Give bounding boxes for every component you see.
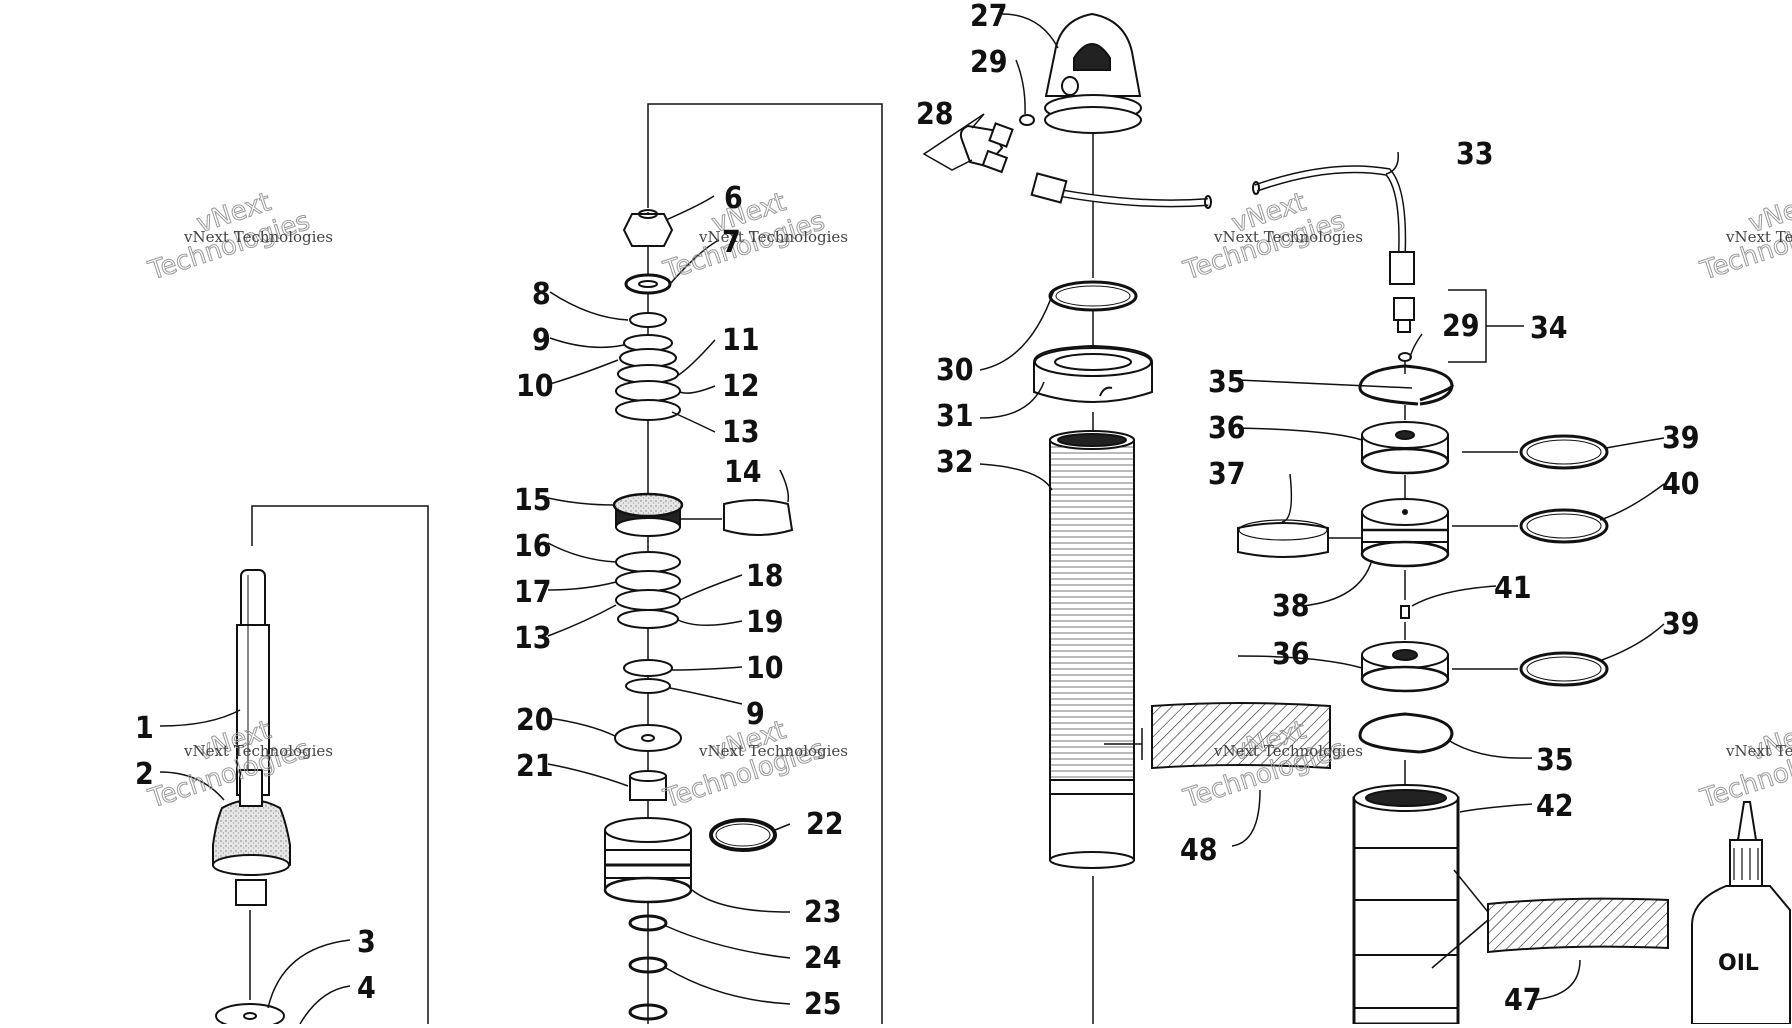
label-part-10-bottom: 10: [746, 651, 784, 686]
label-part-19: 19: [746, 605, 784, 640]
label-part-29-right: 29: [1442, 309, 1480, 344]
label-part-24: 24: [804, 941, 842, 976]
label-part-9-top: 9: [532, 323, 551, 358]
svg-text:vNext Technologies: vNext Technologies: [1725, 742, 1792, 760]
svg-text:vNext Technologies: vNext Technologies: [1213, 228, 1363, 246]
label-part-21: 21: [516, 749, 554, 784]
label-part-35-top: 35: [1208, 365, 1246, 400]
label-part-10-top: 10: [516, 369, 554, 404]
label-part-11: 11: [722, 323, 760, 358]
label-part-18: 18: [746, 559, 784, 594]
label-part-16: 16: [514, 529, 552, 564]
label-part-6: 6: [724, 181, 743, 216]
shock-body-assembly: [959, 12, 1791, 1026]
label-part-14: 14: [724, 455, 762, 490]
label-part-2: 2: [135, 757, 154, 792]
label-part-27: 27: [970, 0, 1008, 34]
label-part-4: 4: [357, 971, 376, 1006]
label-part-30: 30: [936, 353, 974, 388]
label-part-38: 38: [1272, 589, 1310, 624]
svg-text:vNext Technologies: vNext Technologies: [183, 742, 333, 760]
svg-text:vNext Technologies: vNext Technologies: [183, 228, 333, 246]
label-part-33: 33: [1456, 137, 1494, 172]
label-part-42: 42: [1536, 789, 1574, 824]
label-part-36-bottom: 36: [1272, 637, 1310, 672]
label-part-29-top: 29: [970, 45, 1008, 80]
label-part-1: 1: [135, 711, 154, 746]
watermark-8: vNext Technologies: [1696, 715, 1792, 815]
label-part-36-top: 36: [1208, 411, 1246, 446]
label-part-3: 3: [357, 925, 376, 960]
label-part-39-top: 39: [1662, 421, 1700, 456]
label-part-15: 15: [514, 483, 552, 518]
valve-stack-assembly: [603, 103, 883, 1024]
svg-text:vNext Technologies: vNext Technologies: [698, 742, 848, 760]
label-part-41: 41: [1494, 571, 1532, 606]
label-part-47: 47: [1504, 983, 1542, 1018]
label-part-20: 20: [516, 703, 554, 738]
svg-text:vNext Technologies: vNext Technologies: [1213, 742, 1363, 760]
label-part-7: 7: [722, 225, 741, 260]
leader-lines: [159, 13, 1665, 1025]
label-part-12: 12: [722, 369, 760, 404]
svg-text:vNext Technologies: vNext Technologies: [1725, 228, 1792, 246]
label-part-23: 23: [804, 895, 842, 930]
label-part-8: 8: [532, 277, 551, 312]
label-part-17: 17: [514, 575, 552, 610]
label-part-48: 48: [1180, 833, 1218, 868]
label-part-37: 37: [1208, 457, 1246, 492]
watermarks: vNext Technologies vNext Technologies vN…: [144, 187, 1792, 815]
part-number-labels: 1 2 3 4 6 7 8 9 10 11 12 13 14 15 16 17 …: [135, 0, 1759, 1022]
label-part-34: 34: [1530, 311, 1568, 346]
label-part-31: 31: [936, 399, 974, 434]
label-part-39-bottom: 39: [1662, 607, 1700, 642]
label-part-13-top: 13: [722, 415, 760, 450]
label-part-25: 25: [804, 987, 842, 1022]
label-part-32: 32: [936, 445, 974, 480]
label-part-9-bottom: 9: [746, 697, 765, 732]
label-part-28: 28: [916, 97, 954, 132]
label-part-35-bottom: 35: [1536, 743, 1574, 778]
svg-text:vNext Technologies: vNext Technologies: [698, 228, 848, 246]
watermark-5: vNext Technologies: [144, 715, 314, 815]
oil-bottle-label: OIL: [1718, 951, 1759, 976]
watermark-6: vNext Technologies: [659, 715, 829, 815]
label-part-13-bottom: 13: [514, 621, 552, 656]
shaft-assembly: [212, 505, 429, 1028]
label-part-22: 22: [806, 807, 844, 842]
label-part-40: 40: [1662, 467, 1700, 502]
